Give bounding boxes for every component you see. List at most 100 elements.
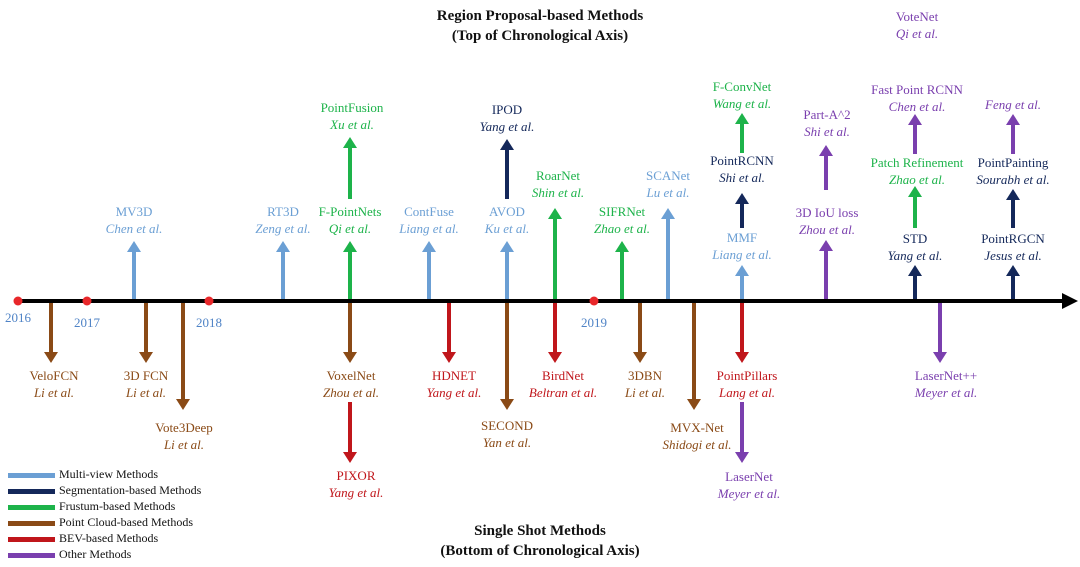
arrow-lasernet xyxy=(735,402,749,463)
arrow-vote3deep xyxy=(176,301,190,410)
arrow-velofcn xyxy=(44,301,58,363)
method-author: Chen et al. xyxy=(889,99,946,114)
method-name: PointPillars xyxy=(717,368,778,383)
legend-swatch xyxy=(8,520,55,526)
method-name: IPOD xyxy=(492,102,522,117)
year-dot xyxy=(204,296,214,306)
method-author: Li et al. xyxy=(33,385,74,400)
method-label-fast-point-rcnn: Fast Point RCNN Chen et al. xyxy=(871,82,963,114)
method-author: Shi et al. xyxy=(804,124,850,139)
method-author: Zhao et al. xyxy=(594,221,650,236)
arrow-second xyxy=(500,301,514,410)
legend-item-multiview: Multi-view Methods xyxy=(8,466,201,482)
method-name: PointPainting xyxy=(978,155,1049,170)
method-name: LaserNet xyxy=(725,469,773,484)
year-label: 2019 xyxy=(581,315,607,330)
year-dot xyxy=(589,296,599,306)
top-heading: Region Proposal-based Methods (Top of Ch… xyxy=(0,6,1080,46)
method-name: Part-A^2 xyxy=(803,107,850,122)
legend-item-frustum: Frustum-based Methods xyxy=(8,498,201,514)
legend-label: Segmentation-based Methods xyxy=(59,483,202,497)
year-dot xyxy=(82,296,92,306)
method-author: Zhou et al. xyxy=(799,222,855,237)
method-name: SECOND xyxy=(481,418,533,433)
legend-swatch xyxy=(8,472,55,478)
method-name: RT3D xyxy=(267,204,299,219)
arrow-roarnet xyxy=(548,208,562,301)
method-author: Yang et al. xyxy=(329,485,384,500)
arrow-pointpainting xyxy=(1006,189,1020,228)
method-name: HDNET xyxy=(432,368,476,383)
method-author: Li et al. xyxy=(125,385,166,400)
method-author: Beltran et al. xyxy=(529,385,597,400)
arrow-sifrnet xyxy=(615,241,629,301)
arrow-f-pointnets xyxy=(343,241,357,301)
bottom-heading-title: Single Shot Methods xyxy=(474,523,606,539)
arrow-pointrcnn xyxy=(735,193,749,228)
arrow-pointpillars xyxy=(735,301,749,363)
method-author: Lang et al. xyxy=(718,385,775,400)
method-author: Wang et al. xyxy=(713,96,771,111)
bottom-heading: Single Shot Methods (Bottom of Chronolog… xyxy=(0,521,1080,561)
method-name: RoarNet xyxy=(536,168,580,183)
legend-swatch xyxy=(8,488,55,494)
method-label-pixor: PIXOR Yang et al. xyxy=(329,468,384,500)
method-name: BirdNet xyxy=(542,368,584,383)
legend-item-bev: BEV-based Methods xyxy=(8,530,201,546)
method-author: Meyer et al. xyxy=(717,486,780,501)
axis-arrowhead xyxy=(1062,293,1078,309)
method-author: Yan et al. xyxy=(483,435,531,450)
method-name: SIFRNet xyxy=(599,204,646,219)
method-author: Shi et al. xyxy=(719,170,765,185)
method-author: Liang et al. xyxy=(398,221,459,236)
arrow-part-a2 xyxy=(819,145,833,190)
legend-swatch xyxy=(8,504,55,510)
method-author: Yang et al. xyxy=(427,385,482,400)
method-name: VoxelNet xyxy=(327,368,376,383)
method-name: 3D IoU loss xyxy=(796,205,859,220)
legend-swatch xyxy=(8,536,55,542)
method-name: PIXOR xyxy=(336,468,375,483)
method-author: Li et al. xyxy=(624,385,665,400)
method-name: MVX-Net xyxy=(670,420,724,435)
arrows-layer xyxy=(44,113,1020,463)
method-author: Meyer et al. xyxy=(914,385,977,400)
legend-label: Other Methods xyxy=(59,547,132,561)
arrow-lasernet-pp xyxy=(933,301,947,363)
method-name: Fast Point RCNN xyxy=(871,82,963,97)
legend-item-other: Other Methods xyxy=(8,546,201,562)
method-label-second: SECOND Yan et al. xyxy=(481,418,533,450)
axis-layer xyxy=(18,293,1078,309)
method-name: VoteNet xyxy=(896,9,939,24)
method-name: STD xyxy=(903,231,928,246)
arrow-birdnet xyxy=(548,301,562,363)
arrow-pointrgcn xyxy=(1006,265,1020,301)
method-author: Zhou et al. xyxy=(323,385,379,400)
method-author: Zeng et al. xyxy=(255,221,310,236)
method-author: Xu et al. xyxy=(329,117,374,132)
method-name: PointFusion xyxy=(321,100,384,115)
method-name: Patch Refinement xyxy=(871,155,964,170)
legend: Multi-view Methods Segmentation-based Me… xyxy=(8,466,201,562)
method-name: SCANet xyxy=(646,168,690,183)
method-name: AVOD xyxy=(489,204,525,219)
method-author: Qi et al. xyxy=(896,26,938,41)
method-name: 3DBN xyxy=(628,368,663,383)
arrow-ipod xyxy=(500,139,514,199)
arrow-std xyxy=(908,265,922,301)
method-label-pointfusion: PointFusion Xu et al. xyxy=(321,100,384,132)
